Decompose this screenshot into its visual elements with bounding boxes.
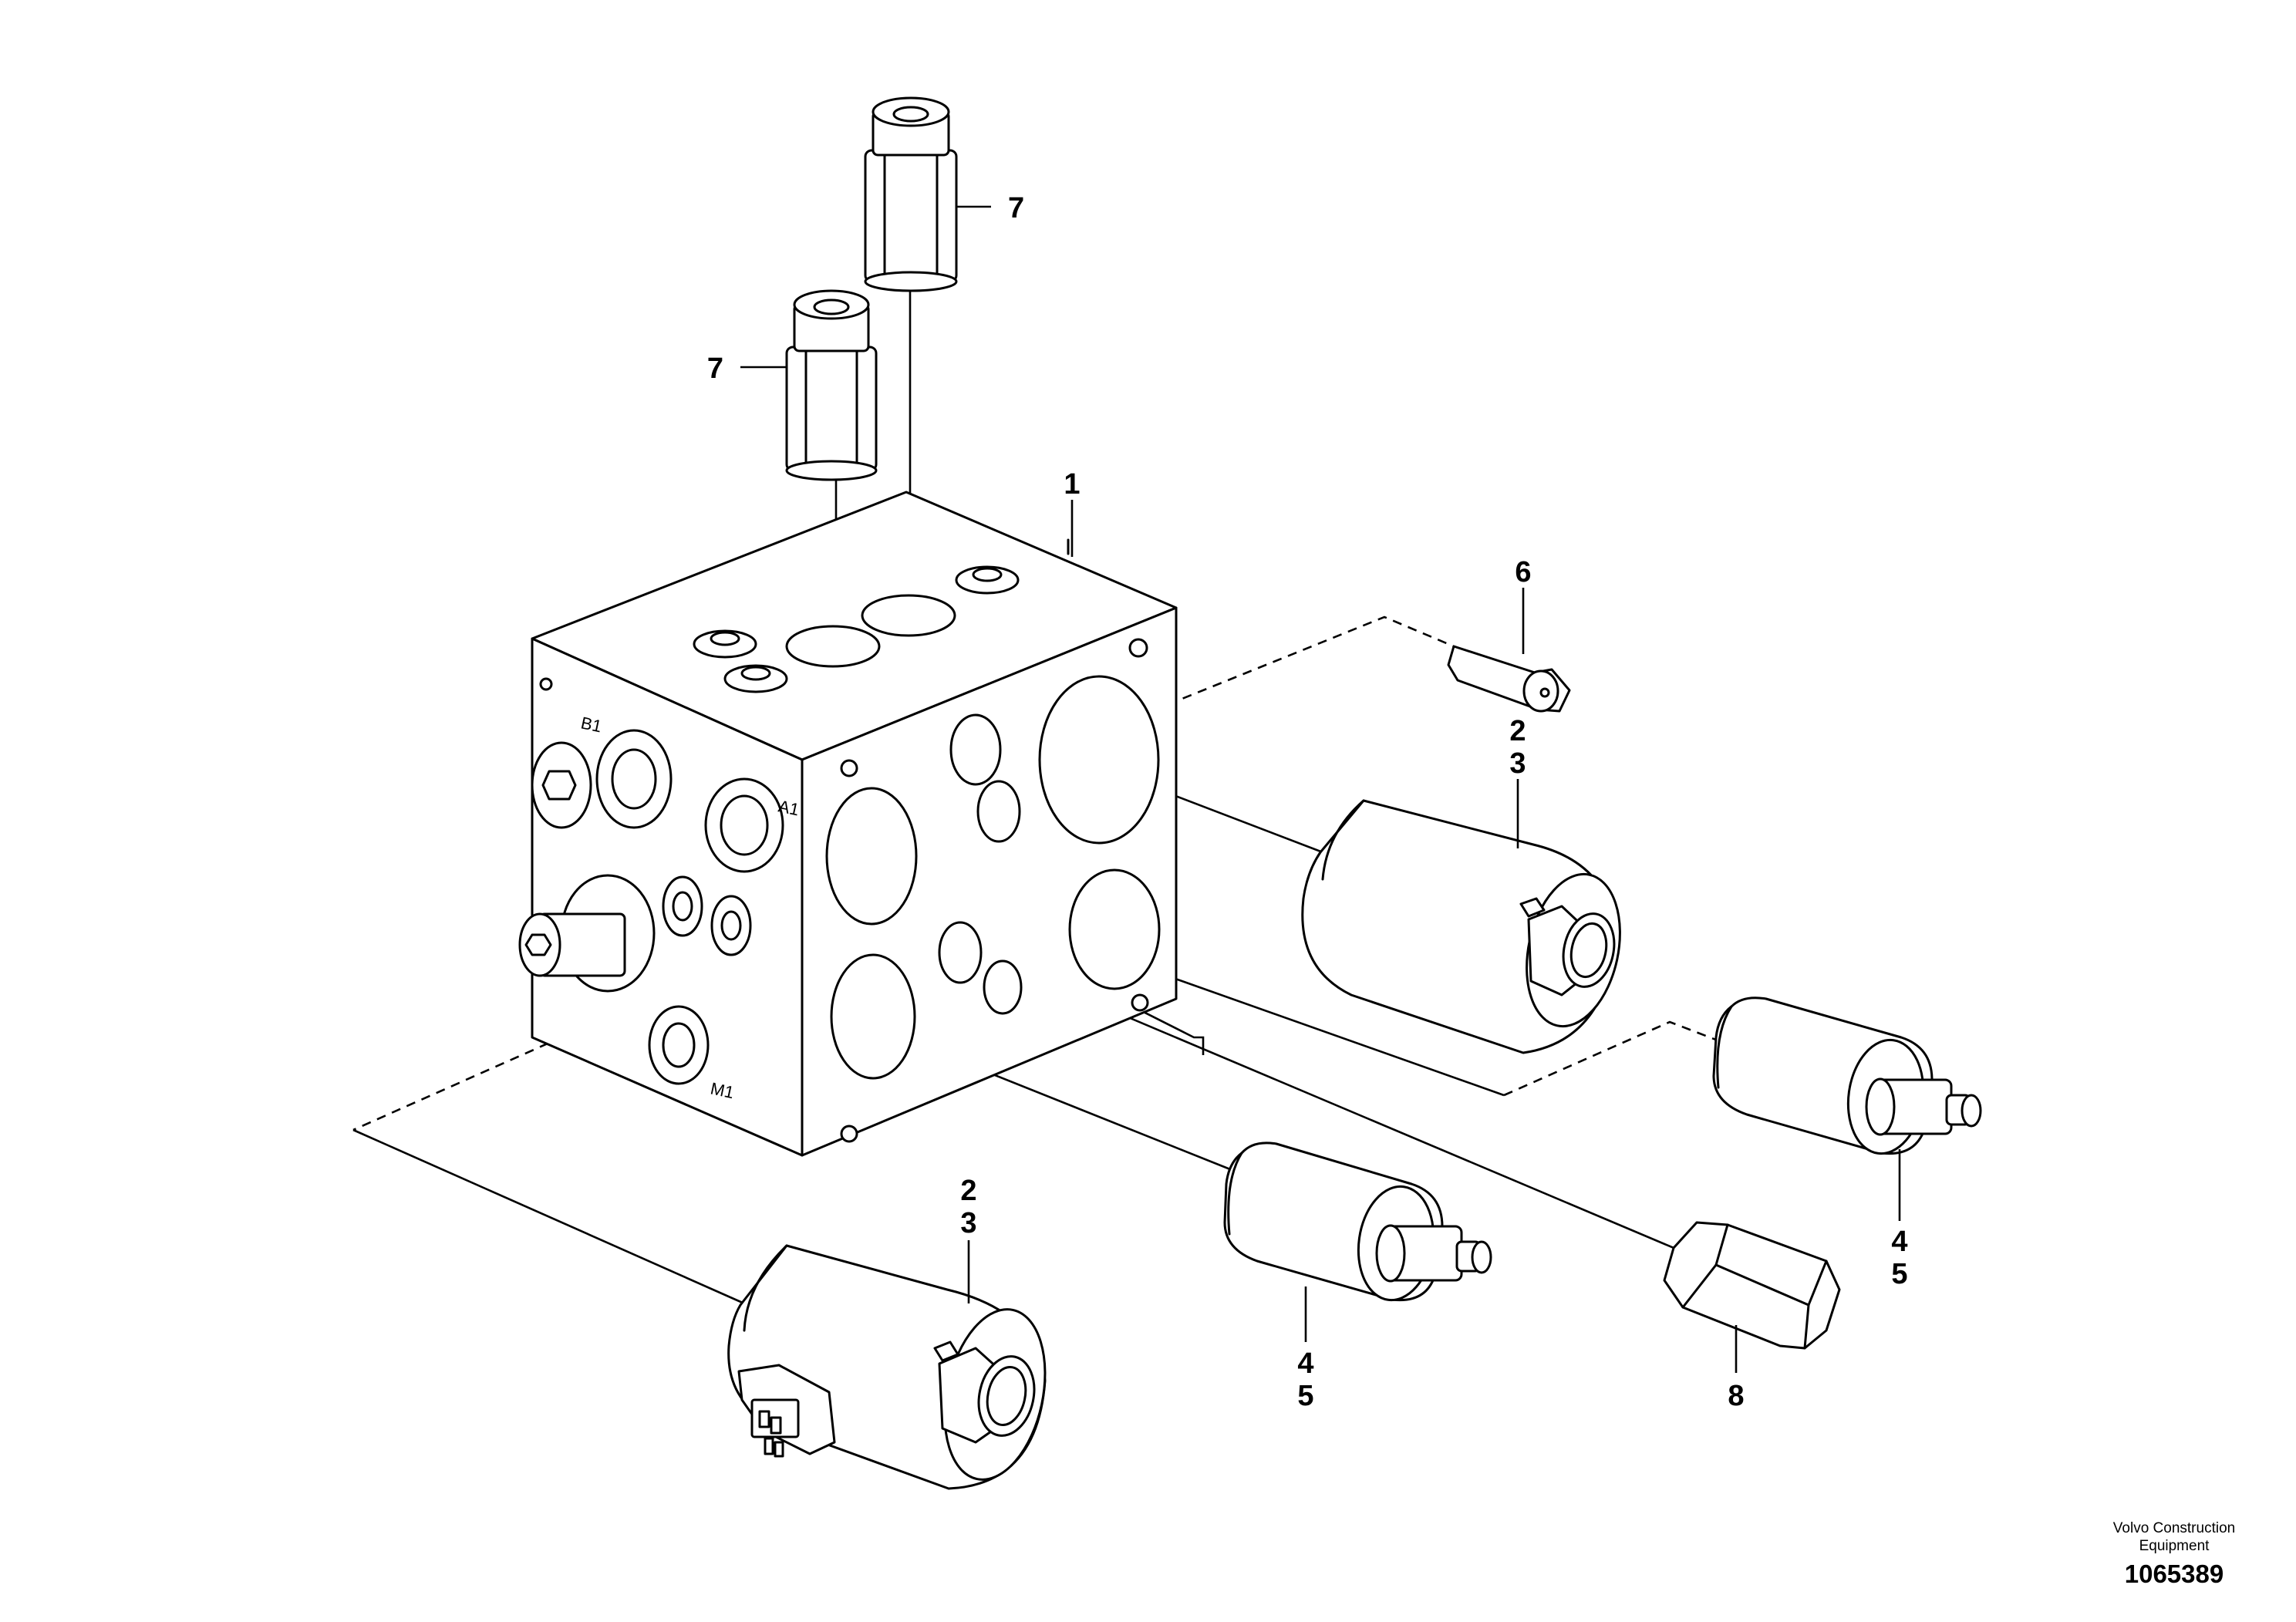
callout-2-lower: 2 — [960, 1175, 976, 1207]
solenoid-coil-lower — [727, 1244, 1047, 1490]
callout-3-upper: 3 — [1509, 747, 1526, 780]
callout-2-upper: 2 — [1509, 715, 1526, 747]
callout-6: 6 — [1515, 556, 1531, 588]
callout-5-right: 5 — [1891, 1258, 1907, 1290]
port-label-b1: B1 — [579, 713, 604, 736]
pressure-valve-upper — [864, 96, 958, 292]
port-label-m1: M1 — [709, 1078, 736, 1102]
solenoid-coil-upper — [1301, 799, 1621, 1054]
callout-5-center: 5 — [1297, 1380, 1313, 1412]
callout-4-right: 4 — [1891, 1226, 1907, 1258]
publisher-line-1: Volvo Construction — [2113, 1520, 2235, 1536]
callout-7-upper: 7 — [1008, 192, 1024, 224]
valve-block — [518, 491, 1178, 1157]
spool-cartridge-center — [1223, 1141, 1492, 1302]
publisher-line-2: Equipment — [2139, 1538, 2210, 1554]
pressure-valve-lower — [785, 289, 878, 481]
small-plug — [1447, 645, 1571, 713]
callout-1: 1 — [1064, 468, 1080, 501]
callout-8: 8 — [1728, 1380, 1744, 1412]
port-label-a1: A1 — [777, 796, 801, 819]
hex-plug — [1663, 1221, 1841, 1350]
callout-3-lower: 3 — [960, 1207, 976, 1239]
callout-leaders — [740, 205, 1901, 1373]
callout-7-lower: 7 — [707, 352, 723, 385]
document-number: 1065389 — [2125, 1560, 2224, 1588]
spool-cartridge-right — [1712, 996, 1982, 1155]
callout-4-center: 4 — [1297, 1347, 1313, 1380]
